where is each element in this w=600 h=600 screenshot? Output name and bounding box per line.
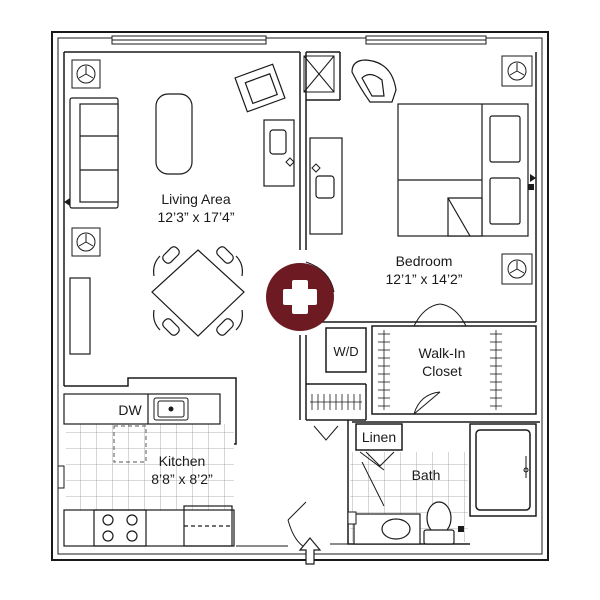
fan-icon-living-bottom — [71, 227, 101, 257]
nightstand-marker — [528, 184, 534, 190]
switch-markers — [285, 157, 321, 173]
kitchen-dims: 8’8” x 8’2” — [151, 471, 213, 487]
fan-icon-bedroom-top — [501, 55, 533, 87]
entry-door — [236, 501, 348, 549]
closet-label-line1: Walk-In — [419, 345, 466, 361]
dishwasher-swing — [113, 425, 147, 463]
wall-marker-living — [64, 198, 70, 206]
closet-rod-left — [378, 330, 390, 410]
kitchen-counter — [63, 393, 235, 547]
entry-arrow-icon[interactable] — [298, 537, 322, 565]
bedroom-dims: 12’1” x 14’2” — [385, 271, 462, 287]
armchair-living — [234, 63, 286, 113]
kitchen-floor — [66, 424, 234, 510]
linen-label: Linen — [362, 429, 396, 445]
window-bedroom — [365, 35, 487, 45]
desk-living — [263, 119, 295, 187]
living-area-label: Living Area — [161, 191, 230, 207]
shaft-box — [303, 55, 335, 93]
fan-icon-living-top — [71, 59, 101, 89]
armchair-bedroom — [351, 59, 397, 103]
living-area-dims: 12’3” x 17’4” — [157, 209, 234, 225]
wall-stub — [57, 465, 65, 489]
fan-icon-bedroom-bottom — [501, 253, 533, 285]
tub-faucet — [523, 456, 529, 478]
coffee-table — [155, 93, 193, 175]
window-living — [111, 35, 267, 45]
bath-marker — [458, 526, 464, 532]
closet-doors — [413, 303, 467, 415]
washer-dryer-label: W/D — [333, 344, 358, 359]
bath-toilet — [423, 501, 455, 545]
dishwasher-label: DW — [118, 402, 142, 418]
exterior-walls — [51, 31, 549, 561]
sofa — [69, 97, 119, 209]
bedroom-door — [305, 261, 335, 293]
bedroom-label: Bedroom — [396, 253, 453, 269]
bath-vanity — [353, 513, 421, 545]
hall-closet-rod — [310, 394, 362, 410]
tv-stand — [69, 277, 91, 355]
hall-closet-door — [313, 425, 339, 441]
kitchen-label: Kitchen — [159, 453, 206, 469]
bath-door — [359, 451, 395, 507]
kitchen-stove — [93, 509, 147, 547]
accessible-plus-icon[interactable] — [266, 263, 334, 331]
kitchen-fridge — [183, 505, 233, 547]
bath-label: Bath — [412, 467, 441, 483]
desk-bedroom — [309, 137, 343, 235]
dining-set — [151, 246, 245, 337]
closet-label-line2: Closet — [422, 363, 462, 379]
bed — [397, 103, 529, 237]
bath-wall-stub — [347, 511, 357, 525]
closet-rod-right — [490, 330, 502, 410]
kitchen-sink — [153, 397, 189, 421]
wall-marker-bedroom — [530, 174, 536, 182]
